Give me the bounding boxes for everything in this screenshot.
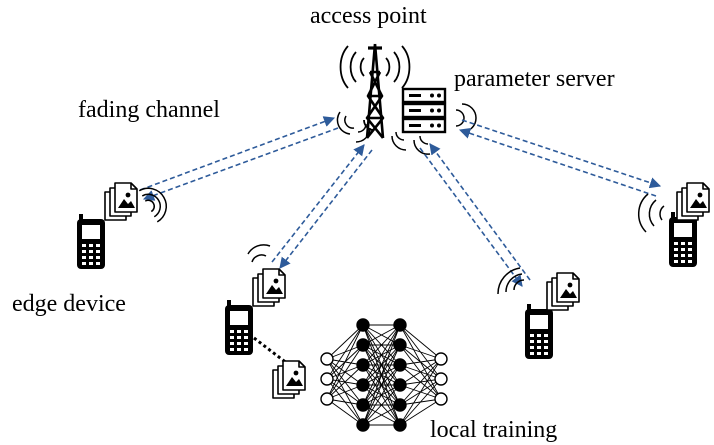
image-data-stack-icon bbox=[104, 182, 138, 221]
edge-device-2 bbox=[225, 244, 286, 355]
wireless-signal-icon bbox=[497, 267, 525, 295]
edge-device-label: edge device bbox=[12, 291, 126, 317]
link-far-up bbox=[458, 127, 657, 197]
local-data-link bbox=[253, 336, 289, 366]
mobile-phone-icon bbox=[525, 304, 553, 359]
network-node bbox=[393, 378, 407, 392]
cell-tower-icon bbox=[365, 43, 385, 139]
link-right-up bbox=[429, 143, 531, 281]
network-node bbox=[434, 392, 448, 406]
network-node bbox=[393, 358, 407, 372]
local-training-label: local training bbox=[430, 417, 557, 443]
network-node bbox=[320, 392, 334, 406]
network-node bbox=[320, 352, 334, 366]
access-point-waves bbox=[339, 45, 411, 131]
link-left-down bbox=[142, 127, 339, 201]
parameter-server-label: parameter server bbox=[454, 66, 615, 92]
network-node bbox=[393, 398, 407, 412]
image-data-stack-icon bbox=[272, 360, 306, 399]
network-node bbox=[356, 418, 370, 432]
link-mid-up bbox=[271, 144, 365, 263]
image-data-stack-icon bbox=[676, 182, 710, 221]
network-node bbox=[393, 418, 407, 432]
link-right-down bbox=[419, 147, 523, 287]
edge-device-4 bbox=[637, 182, 710, 267]
network-node bbox=[356, 338, 370, 352]
image-data-stack-icon bbox=[546, 272, 580, 311]
network-node bbox=[356, 398, 370, 412]
network-node bbox=[356, 378, 370, 392]
mobile-phone-icon bbox=[225, 300, 253, 355]
network-node bbox=[393, 318, 407, 332]
network-node bbox=[320, 372, 334, 386]
access-point-label: access point bbox=[310, 3, 427, 29]
network-node bbox=[356, 318, 370, 332]
wireless-signal-icon bbox=[247, 244, 271, 263]
wireless-signal-icon bbox=[637, 193, 665, 233]
edge-device-3 bbox=[497, 267, 580, 359]
mobile-phone-icon bbox=[77, 214, 105, 269]
link-mid-down bbox=[279, 149, 373, 269]
network-node bbox=[393, 338, 407, 352]
fading-channel-label: fading channel bbox=[78, 97, 220, 123]
network-node bbox=[434, 372, 448, 386]
image-data-stack-icon bbox=[252, 268, 286, 307]
neural-network-icon bbox=[320, 318, 448, 432]
server-rack-icon bbox=[401, 87, 447, 134]
link-left-up bbox=[139, 116, 336, 191]
fading-channel-links bbox=[139, 116, 662, 287]
network-node bbox=[356, 358, 370, 372]
network-node bbox=[434, 352, 448, 366]
link-far-down bbox=[461, 119, 662, 189]
ap-link-waves bbox=[336, 103, 477, 155]
edge-device-1 bbox=[77, 180, 174, 269]
network-connections bbox=[326, 324, 442, 426]
